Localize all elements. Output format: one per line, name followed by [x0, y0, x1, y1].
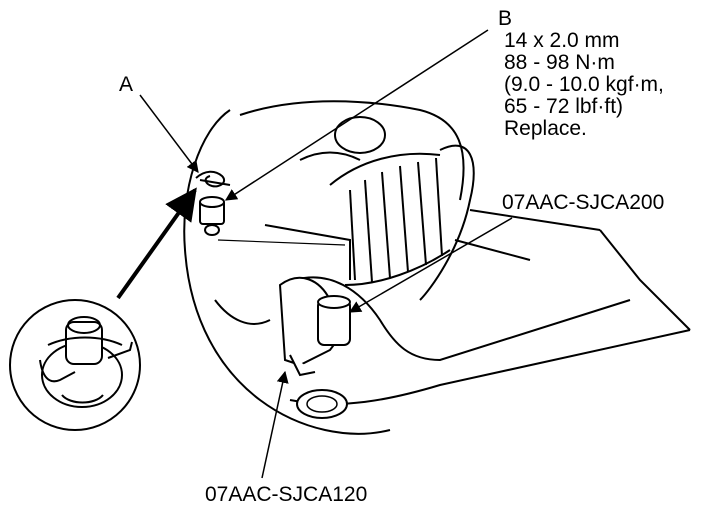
callout-tool-upper: 07AAC-SJCA200	[502, 191, 665, 214]
ball-joint-tool	[278, 276, 351, 377]
spec-note: Replace.	[504, 117, 587, 140]
spec-b-block: 14 x 2.0 mm 88 - 98 N·m (9.0 - 10.0 kgf·…	[504, 30, 664, 140]
leader-lines	[139, 29, 513, 479]
shaft	[419, 144, 601, 301]
callout-b: B	[498, 7, 513, 30]
spec-torque-lbf: 65 - 72 lbf·ft)	[504, 95, 624, 118]
callout-tool-lower: 07AAC-SJCA120	[205, 483, 368, 506]
spec-size: 14 x 2.0 mm	[504, 29, 620, 52]
detail-inset	[9, 299, 141, 431]
callout-a: A	[119, 73, 134, 96]
cv-boot	[329, 152, 451, 286]
lock-clip	[195, 170, 231, 188]
ball-joint-boot	[296, 389, 348, 419]
detail-arrow	[116, 187, 197, 300]
spec-torque-kgf: (9.0 - 10.0 kgf·m,	[504, 73, 664, 96]
castle-nut	[199, 196, 225, 236]
spec-torque-nm: 88 - 98 N·m	[504, 51, 615, 74]
steering-knuckle	[183, 100, 465, 435]
